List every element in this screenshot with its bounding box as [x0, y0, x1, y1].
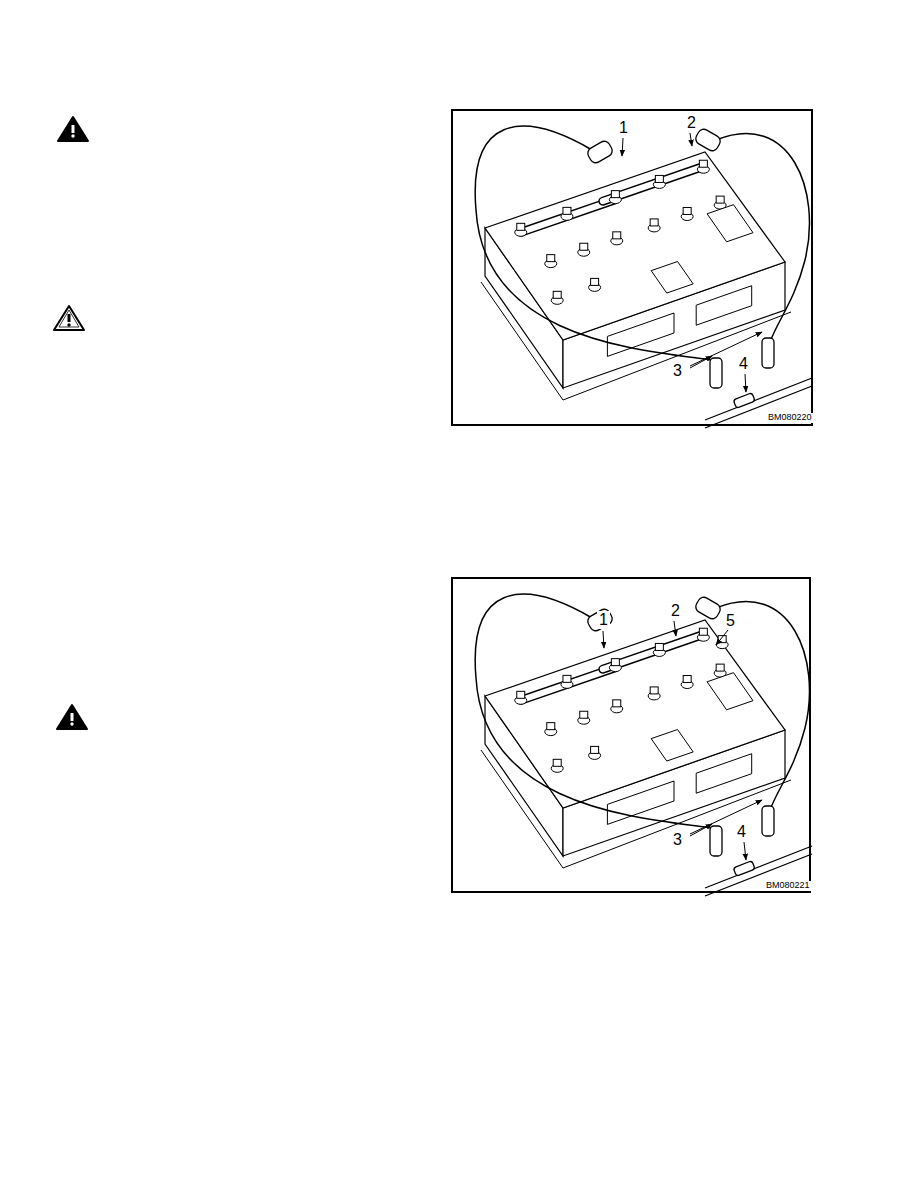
leader-line: [690, 332, 762, 366]
leader-line: [603, 631, 604, 648]
callout-number: 2: [685, 114, 698, 132]
callout-number: 1: [597, 611, 610, 629]
callout-number: 3: [671, 362, 684, 380]
leader-line: [690, 356, 712, 368]
leader-line: [745, 374, 746, 392]
leader-line: [674, 621, 676, 636]
figure-code: BM080220: [766, 413, 814, 423]
figure-code: BM080221: [764, 881, 812, 891]
leader-line: [690, 800, 762, 834]
warning-icon: [57, 705, 87, 729]
leader-line: [744, 842, 746, 860]
leader-line: [622, 138, 623, 156]
leader-line: [690, 133, 692, 146]
figure-frame: [452, 578, 810, 892]
callout-number: 5: [724, 612, 737, 630]
controller-drawing: [475, 126, 812, 428]
controller-drawing: [475, 594, 812, 896]
leader-line: [716, 630, 728, 645]
leader-line: [690, 824, 712, 836]
callout-number: 1: [617, 119, 630, 137]
figure-frame: [452, 110, 812, 425]
callout-number: 4: [737, 355, 750, 373]
warning-icon: [54, 306, 84, 330]
callout-number: 2: [669, 602, 682, 620]
callout-number: 3: [671, 831, 684, 849]
callout-number: 4: [735, 823, 748, 841]
warning-icon: [58, 117, 88, 141]
